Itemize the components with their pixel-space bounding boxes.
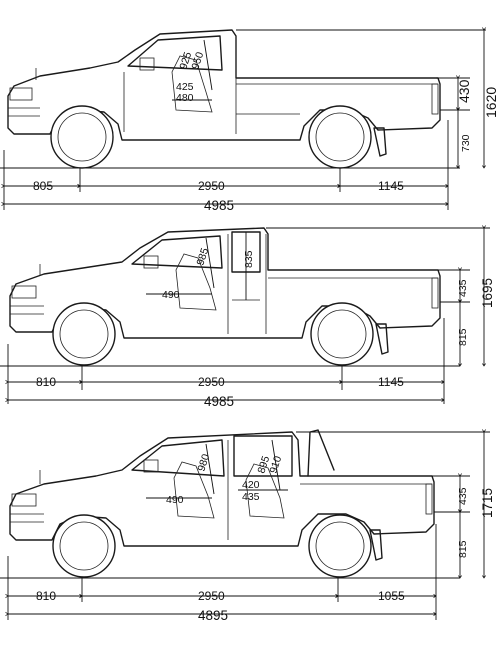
double-seat-rear-a: 895: [255, 454, 272, 475]
double-box-depth: 435: [457, 487, 469, 505]
double-cab-rear-window: [233, 435, 293, 477]
single-wheelbase: 2950: [198, 179, 225, 193]
extended-cab-front-wheel: [52, 302, 116, 366]
single-seat-c: 425: [176, 81, 194, 93]
extended-cab-drawing: 985 490 835 810 2950 1145 4985 435 815 1…: [0, 228, 495, 409]
single-overall-height: 1620: [483, 87, 499, 118]
double-wheelbase: 2950: [198, 589, 225, 603]
extended-rear-panel: 835: [243, 250, 255, 268]
extended-cab-window: [131, 235, 223, 269]
double-seat-rear-c: 420: [242, 479, 260, 491]
double-seat-front-leg: 490: [166, 494, 184, 506]
extended-seat-front-head: 985: [194, 246, 211, 267]
single-overall-length: 4985: [204, 198, 234, 213]
extended-front-overhang: 810: [36, 375, 56, 389]
single-rear-overhang: 1145: [378, 179, 404, 193]
single-front-overhang: 805: [33, 179, 53, 193]
extended-seat-front-leg: 490: [162, 289, 180, 301]
double-rear-overhang: 1055: [378, 589, 405, 603]
double-cab-front-wheel: [52, 514, 116, 578]
double-cab-roll-bar: [307, 429, 335, 477]
double-seat-rear-d: 435: [242, 491, 260, 503]
double-seat-rear-b: 910: [267, 454, 284, 475]
extended-box-depth: 435: [457, 279, 469, 297]
extended-overall-height: 1695: [480, 278, 495, 308]
double-cab-drawing: 980 490 895 910 420 435 810 2950 1055 48…: [0, 429, 495, 623]
double-cab-rear-wheel: [308, 514, 372, 578]
double-rear-height: 815: [457, 540, 469, 558]
single-seat-a: 925: [177, 50, 194, 71]
single-cab-drawing: 925 950 425 480 805 2950 1145 4985 430 7…: [0, 30, 499, 213]
single-cab-window: [127, 35, 223, 71]
double-cab-front-window: [131, 439, 225, 477]
double-front-overhang: 810: [36, 589, 56, 603]
double-overall-height: 1715: [480, 488, 495, 518]
double-seat-front-head: 980: [195, 452, 212, 473]
extended-overall-length: 4985: [204, 394, 234, 409]
single-cab-rear-wheel: [308, 105, 372, 169]
single-seat-b: 950: [189, 50, 206, 71]
single-rear-height: 730: [460, 134, 472, 152]
single-seat-d: 480: [176, 92, 194, 104]
extended-rear-overhang: 1145: [378, 375, 404, 389]
extended-wheelbase: 2950: [198, 375, 225, 389]
single-box-depth: 430: [456, 79, 472, 103]
single-cab-front-wheel: [50, 105, 114, 169]
double-overall-length: 4895: [198, 608, 228, 623]
extended-rear-height: 815: [457, 328, 469, 346]
extended-cab-rear-wheel: [310, 302, 374, 366]
